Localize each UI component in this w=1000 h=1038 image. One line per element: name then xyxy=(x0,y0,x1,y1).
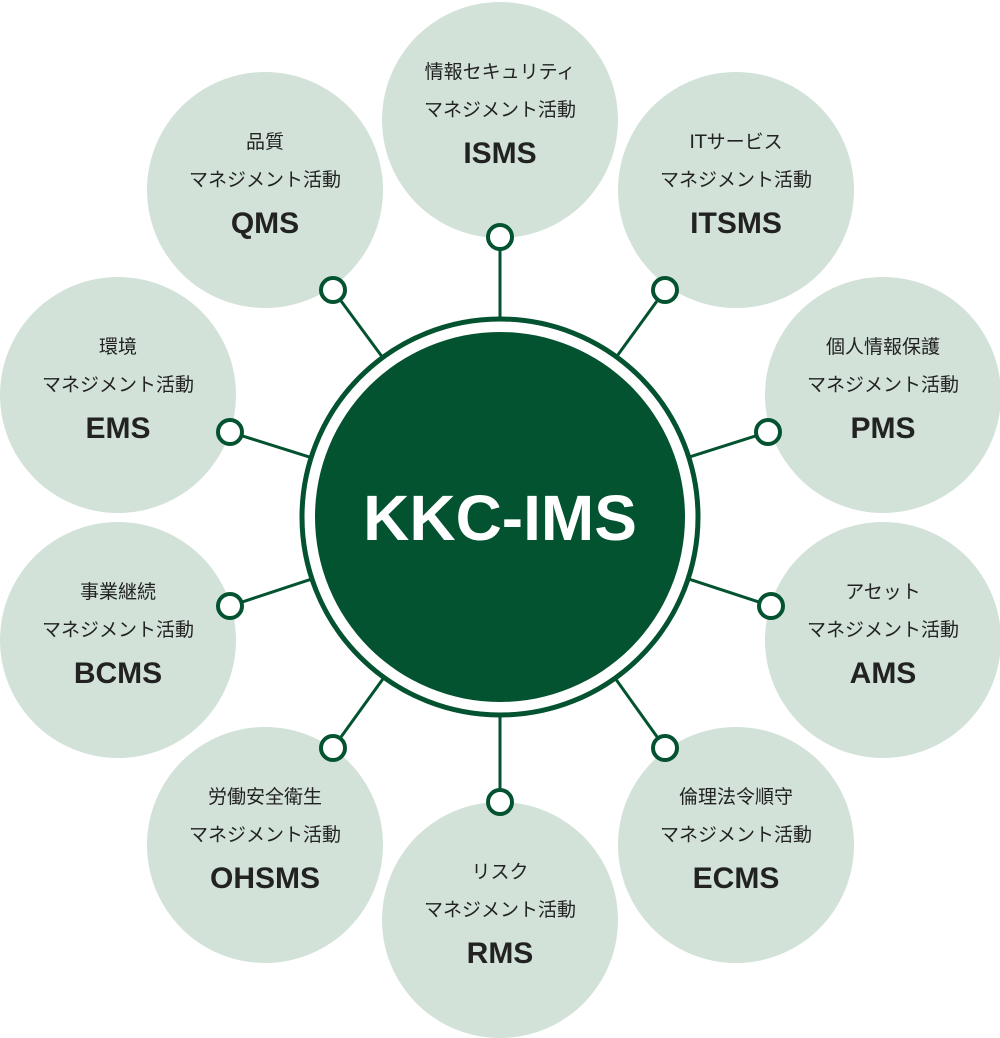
connector-node xyxy=(651,734,679,762)
center-circle xyxy=(315,332,685,702)
system-name: アセット xyxy=(845,581,921,603)
system-abbr: PMS xyxy=(850,412,915,445)
system-abbr: BCMS xyxy=(74,657,162,690)
system-circle xyxy=(147,72,383,308)
connector-node xyxy=(486,223,514,251)
system-abbr: AMS xyxy=(850,657,917,690)
system-abbr: EMS xyxy=(85,412,150,445)
system-name: 労働安全衛生 xyxy=(208,786,322,808)
system-circle xyxy=(618,72,854,308)
connector-node xyxy=(757,592,785,620)
connector-line xyxy=(339,676,386,739)
connector-node xyxy=(319,276,347,304)
connector-node xyxy=(651,276,679,304)
system-circle xyxy=(147,727,383,963)
system-name: 品質 xyxy=(246,131,284,153)
system-name: リスク xyxy=(471,861,528,883)
system-circle xyxy=(618,727,854,963)
system-subtitle: マネジメント活動 xyxy=(189,824,341,846)
connector-node xyxy=(216,592,244,620)
system-subtitle: マネジメント活動 xyxy=(807,374,959,396)
system-circle xyxy=(765,277,1000,513)
system-name: 情報セキュリティ xyxy=(425,61,576,83)
system-circle xyxy=(382,802,618,1038)
connector-node xyxy=(754,418,782,446)
system-abbr: ISMS xyxy=(463,137,536,170)
center-label: KKC-IMS xyxy=(363,482,637,554)
system-circle xyxy=(382,2,618,238)
system-abbr: QMS xyxy=(231,207,299,240)
system-abbr: OHSMS xyxy=(210,862,320,895)
system-name: 個人情報保護 xyxy=(826,336,940,358)
connector-line xyxy=(613,677,659,739)
system-subtitle: マネジメント活動 xyxy=(42,619,194,641)
system-circle xyxy=(0,277,236,513)
connector-line xyxy=(241,577,313,604)
system-subtitle: マネジメント活動 xyxy=(42,374,194,396)
system-name: ITサービス xyxy=(689,131,782,153)
connector-line xyxy=(339,299,384,359)
system-abbr: ECMS xyxy=(693,862,780,895)
connector-node xyxy=(486,788,514,816)
system-subtitle: マネジメント活動 xyxy=(807,619,959,641)
system-circle xyxy=(765,522,1000,758)
connector-node xyxy=(319,734,347,762)
system-abbr: ITSMS xyxy=(690,207,782,240)
system-subtitle: マネジメント活動 xyxy=(424,99,576,121)
connector-line xyxy=(688,434,757,459)
system-abbr: RMS xyxy=(467,937,534,970)
connector-line xyxy=(615,299,659,358)
connector-line xyxy=(241,434,312,459)
system-name: 環境 xyxy=(99,336,137,358)
system-subtitle: マネジメント活動 xyxy=(189,169,341,191)
system-subtitle: マネジメント活動 xyxy=(660,824,812,846)
connector-node xyxy=(216,418,244,446)
system-subtitle: マネジメント活動 xyxy=(660,169,812,191)
system-circle xyxy=(0,522,236,758)
system-subtitle: マネジメント活動 xyxy=(424,899,576,921)
system-name: 倫理法令順守 xyxy=(679,786,793,808)
system-name: 事業継続 xyxy=(80,581,156,603)
connector-line xyxy=(687,577,760,604)
